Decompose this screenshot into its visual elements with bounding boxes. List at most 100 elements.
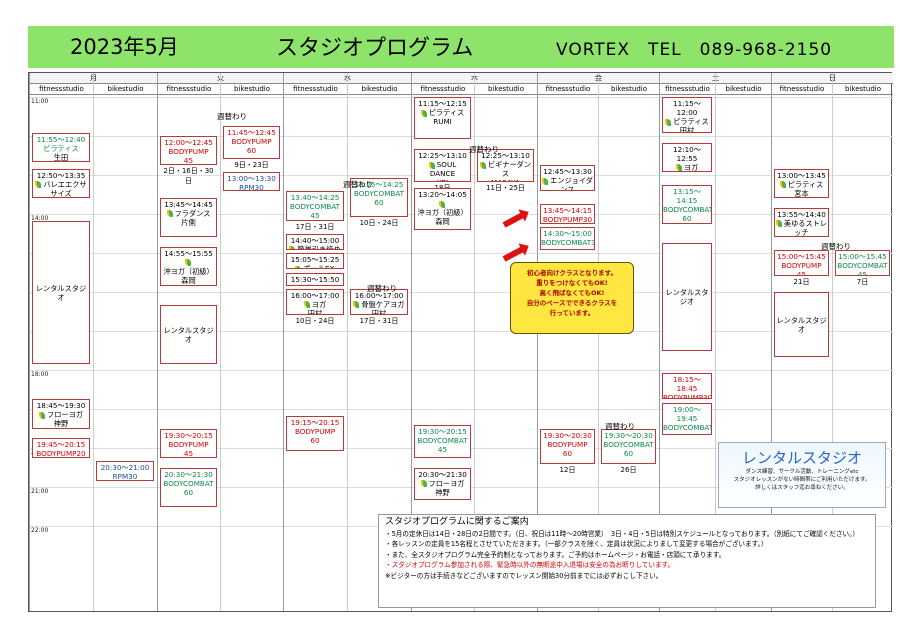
- class-name: レンタルスタジオ: [161, 326, 216, 344]
- class-name-text: 筋膜リリース: [298, 284, 341, 285]
- hour-line: [29, 331, 893, 332]
- class-name-text: BODYPUMP: [168, 439, 209, 449]
- class-name-text: ヨガ: [683, 162, 699, 172]
- header-banner: 2023年5月 スタジオプログラム VORTEX TEL 089-968-215…: [28, 26, 894, 68]
- class-name-text: BODYCOMBAT: [837, 260, 888, 270]
- class-coach: 片側: [181, 217, 196, 227]
- class-date-note: 11日・25日: [486, 183, 525, 192]
- class-coach: MASAYA: [478, 178, 533, 181]
- class-sub: 60: [682, 213, 692, 223]
- class-sub: 60: [310, 435, 320, 445]
- day-divider: [411, 73, 412, 611]
- class-name: フローヨガ: [415, 479, 470, 488]
- beginner-leaf-icon: [39, 411, 46, 419]
- class-date-note: 26日: [620, 466, 637, 475]
- class-coach: 森岡: [435, 217, 450, 226]
- class-name-text: BODYPUMP30: [663, 393, 712, 400]
- studio-header: fitnessstudio: [411, 84, 474, 95]
- class-box: 12:10〜12:55ヨガ田村: [662, 142, 712, 172]
- class-time: 13:25〜14:25: [354, 180, 404, 190]
- class-name: BODYPUMP30: [541, 215, 594, 223]
- beginner-leaf-icon: [289, 246, 296, 249]
- class-time: 12:50〜13:35: [36, 170, 86, 180]
- class-time: 13:00〜13:30: [227, 173, 276, 183]
- class-name: BODYCOMBAT30: [541, 238, 594, 247]
- class-time: 13:55〜14:40: [777, 209, 826, 219]
- studio-header: fitnessstudio: [283, 84, 347, 95]
- class-time: 19:30〜20:15: [164, 430, 213, 440]
- class-name: BODYPUMP: [775, 261, 828, 270]
- class-time: 19:30〜20:15: [418, 427, 467, 437]
- class-name: BODYCOMBAT: [287, 202, 343, 211]
- class-time: 16:00〜17:00: [290, 290, 340, 300]
- class-coach: 田村: [679, 126, 695, 133]
- beginner-leaf-icon: [779, 181, 786, 188]
- studio-divider: [474, 73, 475, 611]
- beginner-leaf-icon: [428, 161, 435, 169]
- class-sub: 60: [623, 448, 634, 458]
- class-sub: 45: [857, 269, 868, 276]
- class-name-text: ピラティス: [787, 179, 824, 189]
- class-name-text: 沖ヨガ（初級）: [417, 208, 468, 217]
- class-name-text: レンタルスタジオ: [776, 316, 827, 334]
- class-sub: 45: [183, 156, 194, 165]
- class-time: 18:45〜19:30: [36, 401, 86, 411]
- class-coach: 森岡: [181, 275, 196, 285]
- notice-line: ・また、全スタジオプログラム完全予約制となっております。ご予約はホームページ・お…: [385, 550, 726, 559]
- class-time: 13:45〜14:15: [543, 206, 592, 216]
- studio-header: fitnessstudio: [771, 84, 832, 95]
- weekly-label: 週替わり: [217, 112, 247, 121]
- class-sub: 45: [183, 448, 194, 458]
- class-date-note: 18日: [414, 183, 471, 193]
- class-name-text: BODYCOMBAT: [417, 436, 468, 446]
- class-name: エンジョイダンス: [541, 176, 594, 190]
- weekly-label: 週替わり: [367, 284, 397, 293]
- class-name: BODYCOMBAT: [415, 436, 470, 445]
- class-time: 13:45〜14:45: [164, 199, 213, 209]
- class-coach: 田村: [307, 308, 323, 315]
- notice-line: ・スタジオプログラム参加される際、緊急時以外の無断途中入退場は安全の為お断りして…: [385, 561, 675, 569]
- class-time: 15:05〜15:25: [290, 255, 340, 264]
- class-name-text: BODYCOMBAT: [663, 204, 712, 214]
- class-name: BODYCOMBAT: [663, 205, 711, 214]
- class-name-text: ヨガ: [311, 299, 327, 309]
- class-time: 14:55〜15:55: [164, 248, 213, 258]
- studio-divider: [832, 73, 833, 611]
- rental-line: 詳しくはスタッフ迄お尋ねください。: [755, 485, 849, 491]
- class-name: レンタルスタジオ: [663, 288, 711, 306]
- class-name-text: RPM30: [239, 182, 264, 192]
- hour-line: [29, 292, 893, 293]
- class-date-note: 21日: [793, 277, 810, 286]
- class-date-note: 10日・24日: [359, 219, 399, 228]
- class-sub: 60: [374, 198, 384, 208]
- class-name-text: BODYPUMP20: [36, 449, 86, 458]
- studio-header: bikestudio: [832, 84, 893, 95]
- class-sub: 45: [310, 211, 320, 221]
- hour-label: 14:00: [31, 215, 49, 222]
- class-coach: 生田: [53, 152, 69, 162]
- beginner-leaf-icon: [35, 181, 42, 188]
- hour-label: 11:00: [31, 98, 49, 105]
- rental-title: レンタルスタジオ: [741, 449, 862, 467]
- class-name: BODYPUMP: [161, 147, 216, 156]
- class-time: 12:00〜12:45: [164, 138, 213, 147]
- class-name: 沖ヨガ（初級）: [161, 258, 216, 276]
- class-time: 11:15〜12:00: [673, 99, 701, 117]
- class-time: 13:00〜13:45: [777, 170, 826, 180]
- rental-line: ダンス練習、サークル活動、トレーニングetc: [745, 469, 859, 475]
- class-name-text: BODYCOMBAT: [603, 439, 654, 449]
- class-coach: 神野: [53, 419, 69, 429]
- studio-header: bikestudio: [598, 84, 659, 95]
- callout-line: 高く飛ばなくてもOK!: [539, 289, 605, 297]
